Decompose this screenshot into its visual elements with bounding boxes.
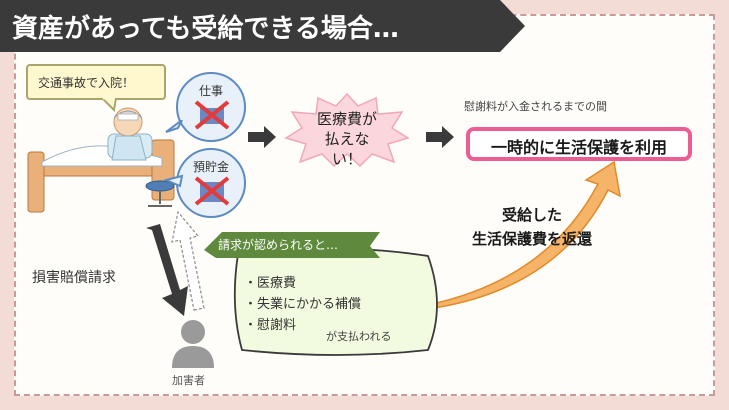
speech-bubble: 交通事故で入院！ <box>26 64 166 100</box>
bed-headboard <box>27 151 45 213</box>
approval-label: 請求が認められると… <box>218 238 339 252</box>
arrow-down-icon <box>146 224 188 316</box>
work-cross-icon <box>194 100 230 130</box>
assailant-label: 加害者 <box>172 374 205 387</box>
burst-line-1: 医療費が <box>316 110 377 128</box>
result-caption: 慰謝料が入金されるまでの間 <box>464 100 607 113</box>
title-banner <box>0 0 525 52</box>
burst-text: 医療費が 払えない！ <box>312 109 382 169</box>
savings-circle-tail <box>164 174 184 188</box>
burst-line-2: 払えない！ <box>324 130 370 168</box>
savings-circle: 預貯金 <box>176 148 246 218</box>
approval-item-3: ・慰謝料 <box>244 318 297 333</box>
savings-label: 預貯金 <box>192 160 229 174</box>
savings-cross-icon <box>194 176 230 206</box>
result-text: 一時的に生活保護を利用 <box>490 138 667 157</box>
approval-paid-note: が支払われる <box>326 330 392 343</box>
approval-item-2: ・失業にかかる補償 <box>244 297 362 312</box>
person-icon <box>172 320 214 368</box>
claim-label: 損害賠償請求 <box>32 270 116 286</box>
arrow-right-icon <box>248 126 276 148</box>
work-circle: 仕事 <box>176 72 246 142</box>
approval-label-ribbon <box>204 232 380 258</box>
arrow-right-icon-2 <box>426 126 454 148</box>
arrow-up-dashed-icon <box>171 210 205 311</box>
bandage <box>117 113 139 121</box>
repay-line-2: 生活保護費を返還 <box>472 230 593 248</box>
speech-tail <box>100 98 118 112</box>
repay-text: 受給した 生活保護費を返還 <box>472 203 592 251</box>
burst-shape <box>284 92 410 168</box>
repay-line-1: 受給した <box>502 206 563 224</box>
work-label: 仕事 <box>198 84 223 98</box>
page-title: 資産があっても受給できる場合… <box>12 14 399 44</box>
curved-arrow-icon <box>430 160 621 308</box>
work-circle-tail <box>165 120 183 133</box>
result-box: 一時的に生活保護を利用 <box>466 127 692 161</box>
approval-item-1: ・医療費 <box>244 276 297 291</box>
hospital-bed-illustration <box>27 107 175 213</box>
speech-text: 交通事故で入院！ <box>38 76 135 90</box>
